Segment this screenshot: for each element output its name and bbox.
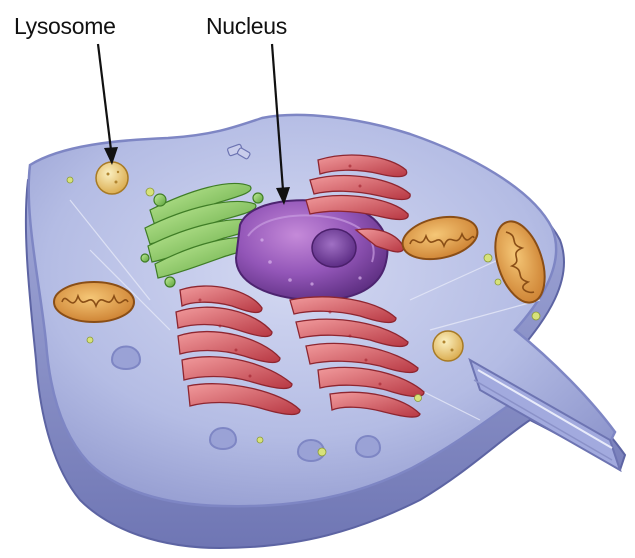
label-nucleus: Nucleus xyxy=(206,13,287,39)
mitochondrion-left xyxy=(54,282,134,322)
lysosome-right xyxy=(433,331,463,361)
label-lysosome: Lysosome xyxy=(14,13,116,39)
nucleus xyxy=(236,200,387,300)
nucleolus xyxy=(312,229,356,267)
lysosome-top-left xyxy=(96,162,128,194)
